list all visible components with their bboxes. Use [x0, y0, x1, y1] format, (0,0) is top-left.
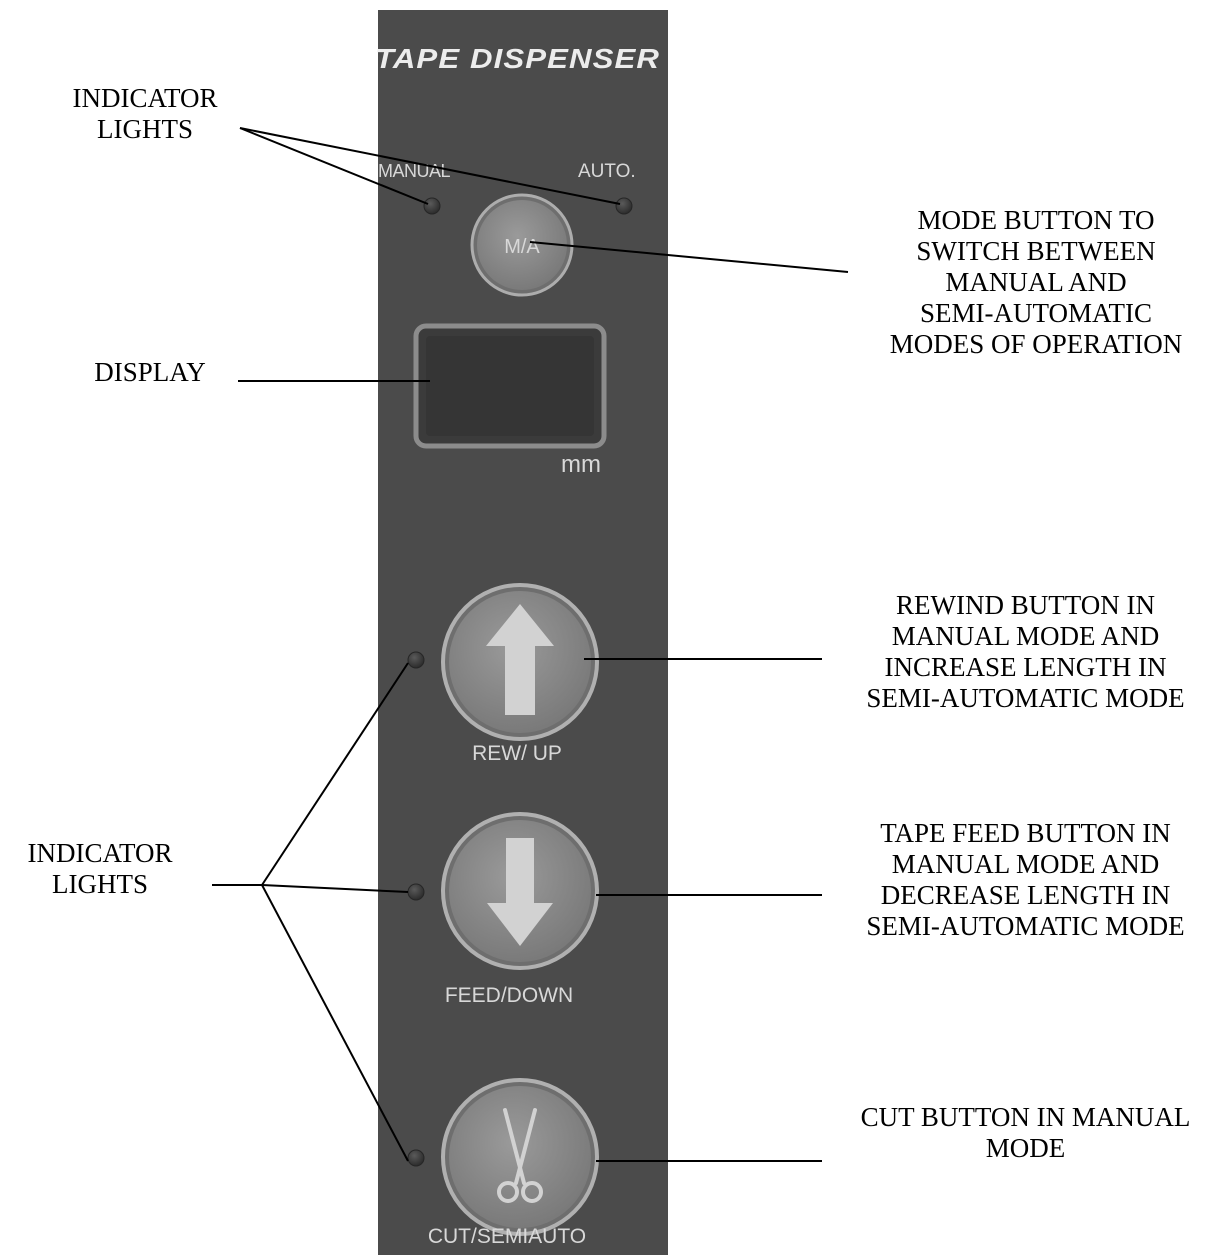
feed-indicator-light [407, 883, 425, 901]
auto-indicator-light [615, 197, 633, 215]
leader-indicator-top-manual [239, 127, 429, 205]
cut-button-callout: CUT BUTTON IN MANUAL MODE [860, 1102, 1191, 1163]
cut-semiauto-button[interactable] [441, 1078, 599, 1236]
feed-down-button[interactable] [441, 812, 599, 970]
display-unit-label: mm [561, 451, 601, 478]
rew-up-button[interactable] [441, 583, 599, 741]
indicator-lights-top-callout: INDICATOR LIGHTS [72, 83, 218, 144]
down-arrow-icon [487, 838, 553, 946]
leader-mode-button [529, 241, 849, 273]
rewind-button-callout: REWIND BUTTON IN MANUAL MODE AND INCREAS… [866, 590, 1185, 713]
scissors-icon [497, 1108, 543, 1203]
manual-label: MANUAL [378, 161, 451, 181]
manual-indicator-light [423, 197, 441, 215]
leader-indicator-rew [261, 662, 409, 886]
indicator-lights-bottom-callout: INDICATOR LIGHTS [27, 838, 173, 899]
display-callout: DISPLAY [94, 357, 206, 387]
auto-label: AUTO. [578, 161, 636, 182]
mode-button-label: M/A [504, 236, 540, 258]
rew-up-label: REW/ UP [472, 742, 562, 765]
leader-indicator-cut [261, 884, 409, 1162]
cut-semiauto-label: CUT/SEMIAUTO [428, 1225, 586, 1248]
leader-indicator-feed [261, 884, 409, 893]
tape-feed-button-callout: TAPE FEED BUTTON IN MANUAL MODE AND DECR… [866, 818, 1185, 941]
length-display [413, 323, 607, 449]
rew-indicator-light [407, 651, 425, 669]
feed-down-label: FEED/DOWN [445, 984, 573, 1007]
mode-button-callout: MODE BUTTON TO SWITCH BETWEEN MANUAL AND… [889, 205, 1183, 359]
leader-indicator-top-auto [239, 127, 621, 205]
brand-label: TAPE DISPENSER [375, 43, 660, 74]
up-arrow-icon [486, 604, 554, 715]
cut-indicator-light [407, 1149, 425, 1167]
